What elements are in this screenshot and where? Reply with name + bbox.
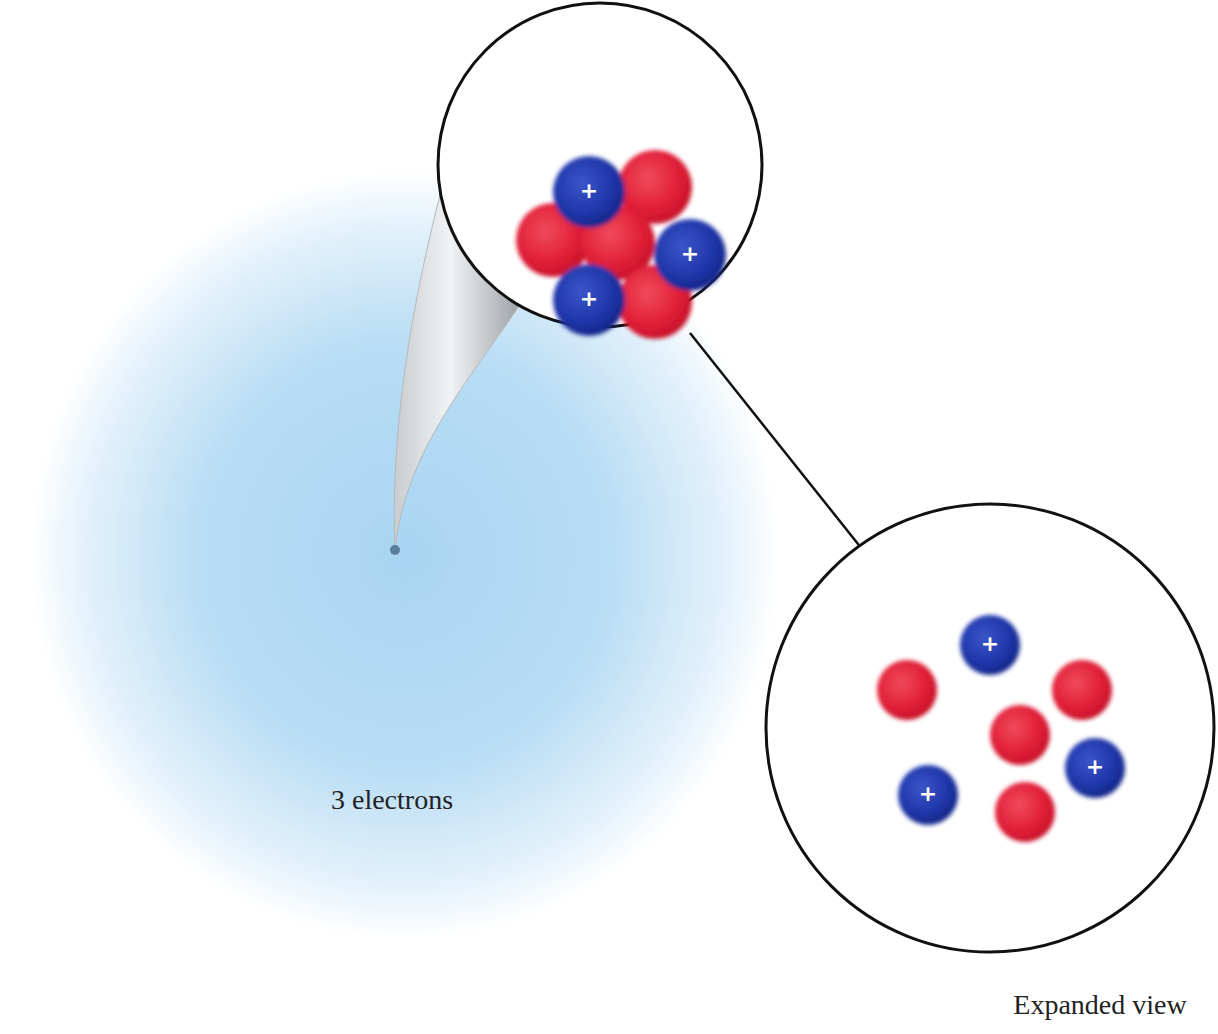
charge-sign: + bbox=[1086, 756, 1104, 778]
charge-sign: + bbox=[919, 783, 937, 805]
nucleus-dot bbox=[390, 545, 400, 555]
leader-line bbox=[690, 333, 862, 549]
charge-sign: + bbox=[681, 243, 699, 265]
proton bbox=[960, 615, 1020, 675]
neutron bbox=[1052, 660, 1112, 720]
proton bbox=[654, 219, 726, 291]
charge-sign: + bbox=[580, 288, 598, 310]
proton bbox=[1065, 738, 1125, 798]
caption-label: Expanded view bbox=[1013, 989, 1186, 1021]
proton bbox=[553, 264, 625, 336]
neutron bbox=[990, 705, 1050, 765]
charge-sign: + bbox=[981, 633, 999, 655]
neutron bbox=[877, 660, 937, 720]
nucleus bbox=[516, 150, 726, 339]
proton bbox=[553, 156, 625, 228]
neutron bbox=[995, 782, 1055, 842]
electron-cloud bbox=[30, 170, 780, 940]
charge-sign: + bbox=[580, 180, 598, 202]
cloud-label: 3 electrons bbox=[331, 784, 453, 816]
proton bbox=[898, 765, 958, 825]
expanded-circle bbox=[766, 504, 1214, 952]
expanded-nucleus bbox=[877, 615, 1125, 842]
